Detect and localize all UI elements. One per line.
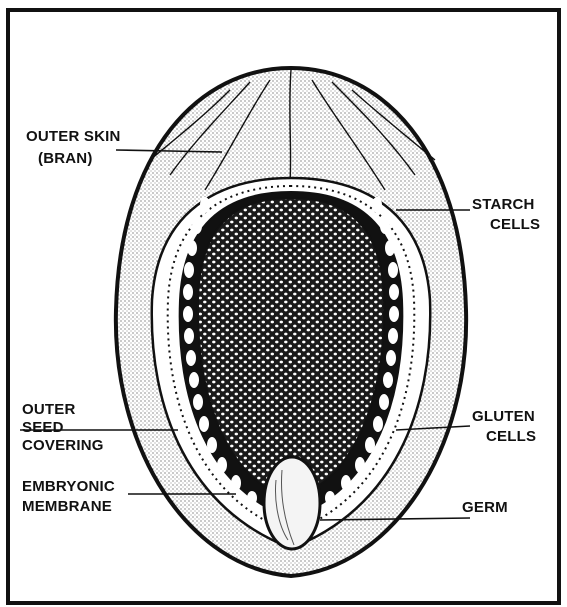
label-gluten-cells: GLUTEN CELLS [472,408,536,446]
label-starch-cells-line2: CELLS [472,216,540,234]
germ-shape [264,457,320,549]
label-outer-skin-line1: OUTER SKIN [26,128,121,146]
label-outer-skin-line2: (BRAN) [26,150,121,168]
label-germ-text: GERM [462,499,508,517]
label-gluten-cells-line2: CELLS [472,428,536,446]
label-outer-skin: OUTER SKIN (BRAN) [26,128,121,168]
label-germ: GERM [462,499,508,517]
label-embryonic-membrane-line1: EMBRYONIC [22,478,115,496]
label-starch-cells-line1: STARCH [472,196,540,214]
label-gluten-cells-line1: GLUTEN [472,408,536,426]
label-outer-seed-covering: OUTER SEED COVERING [22,401,104,455]
label-outer-seed-covering-line2: SEED [22,419,104,437]
label-embryonic-membrane: EMBRYONIC MEMBRANE [22,478,115,516]
label-embryonic-membrane-line2: MEMBRANE [22,498,115,516]
label-outer-seed-covering-line3: COVERING [22,437,104,455]
label-starch-cells: STARCH CELLS [472,196,540,234]
label-outer-seed-covering-line1: OUTER [22,401,104,419]
